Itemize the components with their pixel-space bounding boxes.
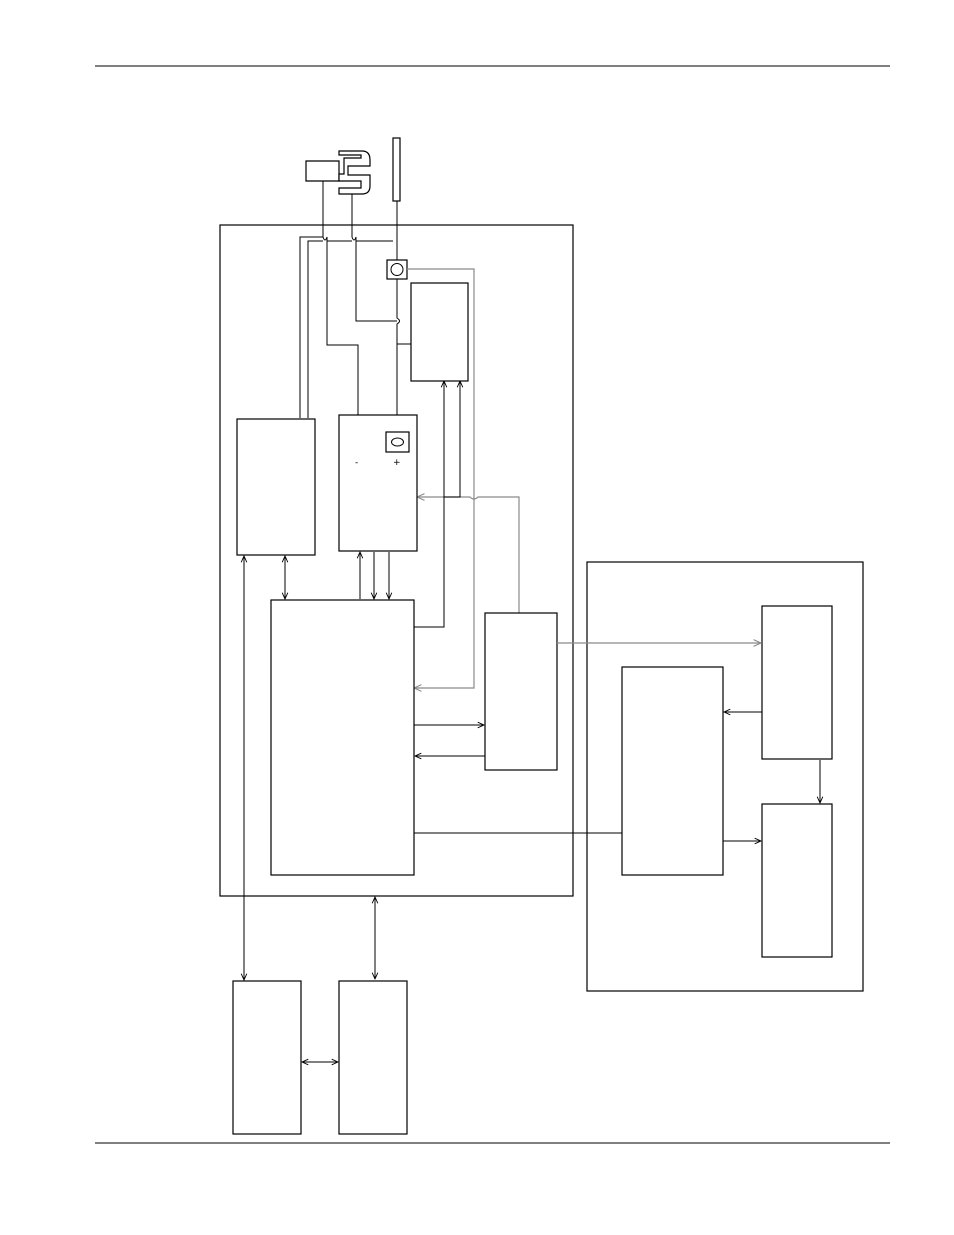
remote-block-a — [621, 666, 724, 876]
controller-block — [270, 599, 415, 876]
remote-block-b — [761, 605, 833, 760]
external-block-right — [338, 980, 408, 1135]
probe-clip — [305, 150, 371, 195]
interface-block — [410, 282, 469, 382]
polarity-minus-label: - — [355, 458, 358, 468]
remote-block-c — [761, 803, 833, 958]
sensor-node — [386, 259, 408, 280]
polarity-plus-label: + — [393, 458, 401, 468]
sensor-module — [338, 414, 418, 552]
driver-block — [484, 612, 558, 771]
external-block-left — [232, 980, 302, 1135]
left-module — [236, 418, 316, 556]
needle-probe — [392, 137, 401, 202]
